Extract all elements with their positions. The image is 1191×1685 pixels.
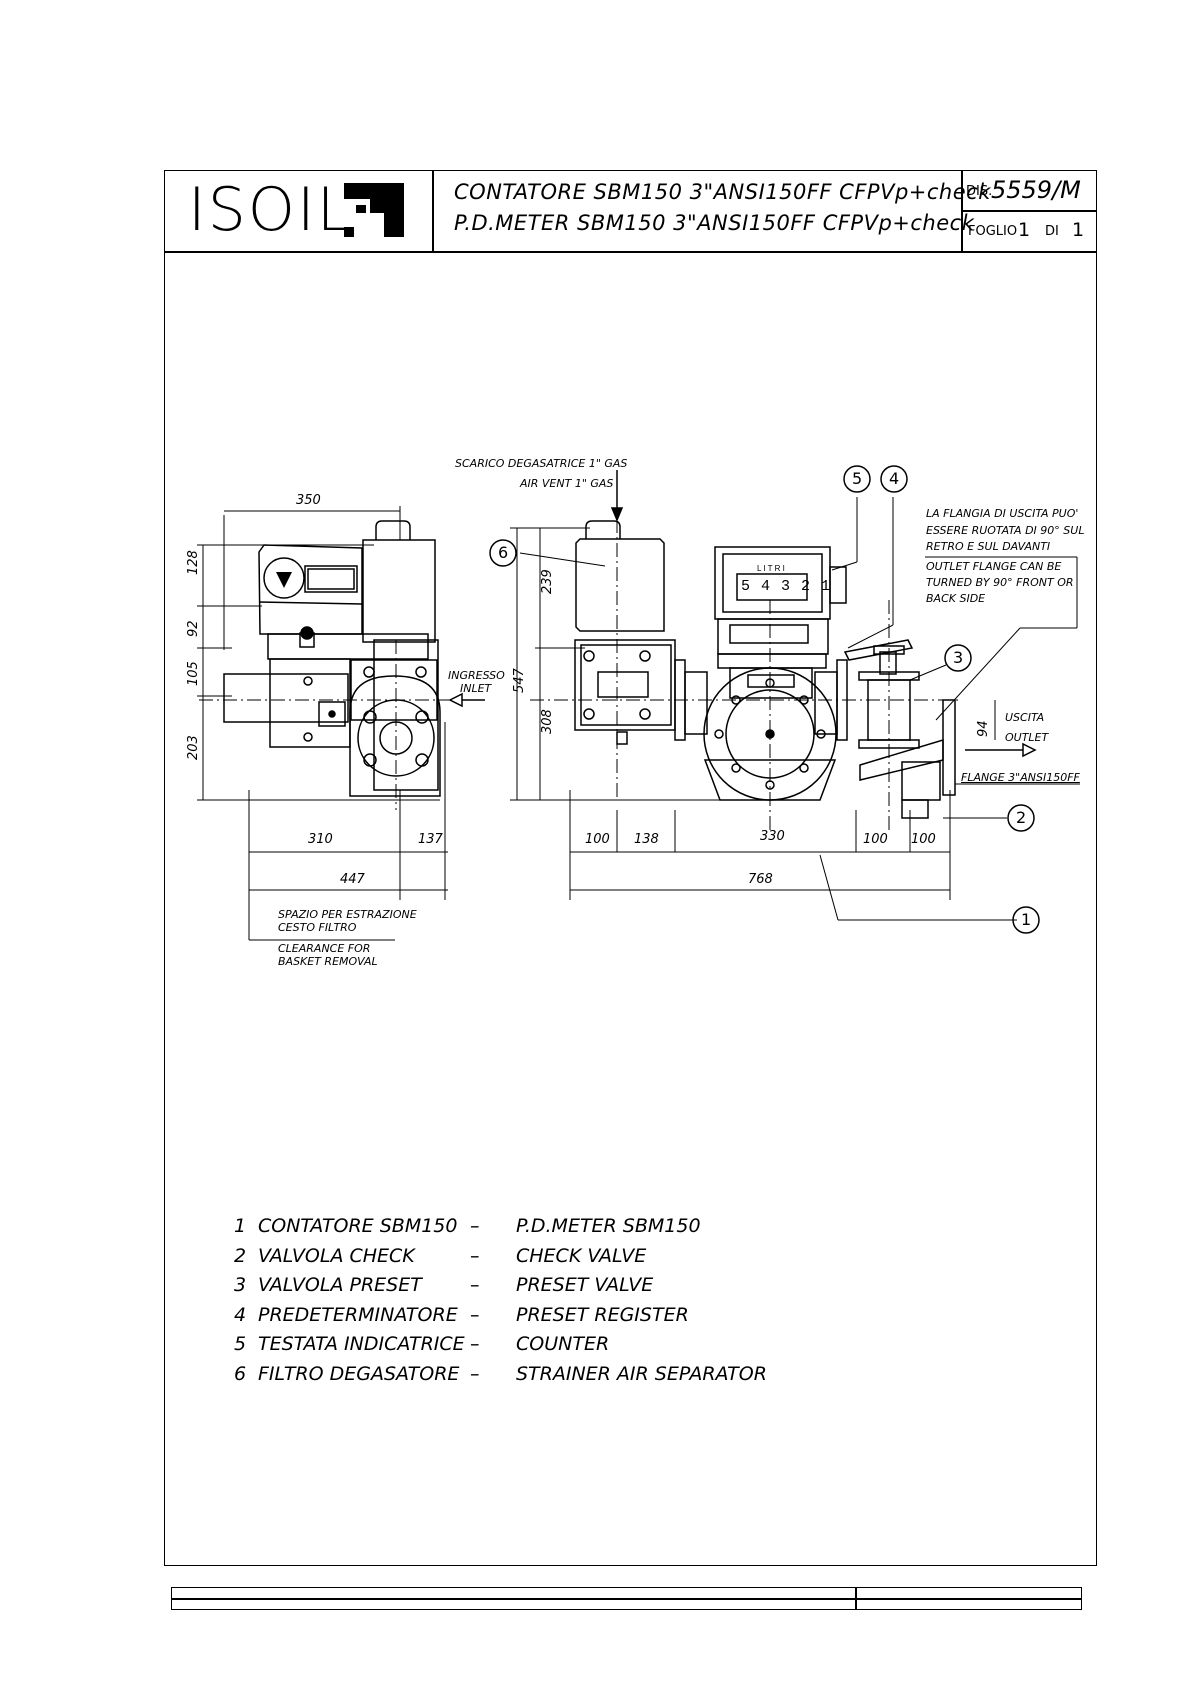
flange-note-en-1: OUTLET FLANGE CAN BE — [926, 560, 1062, 573]
flange-note-it-2: ESSERE RUOTATA DI 90° SUL — [926, 524, 1085, 537]
dis-label: DIS. — [966, 184, 993, 199]
clearance-it-1: SPAZIO PER ESTRAZIONE — [278, 908, 417, 921]
flange-note-en-2: TURNED BY 90° FRONT OR — [926, 576, 1074, 589]
revision-strip-divider-v — [855, 1587, 857, 1610]
flange-note-en-3: BACK SIDE — [926, 592, 986, 605]
revision-strip-divider-h — [171, 1598, 1082, 1600]
balloon-1 — [1012, 906, 1040, 934]
inlet-english: INLET — [460, 682, 492, 695]
legend-number: 1 — [234, 1215, 247, 1237]
balloon-5-label: 5 — [852, 469, 863, 488]
legend-italian: VALVOLA CHECK — [258, 1244, 415, 1267]
dim-100-c: 100 — [911, 832, 936, 847]
dim-105: 105 — [186, 661, 201, 686]
balloon-2-label: 2 — [1016, 808, 1027, 827]
company-logo-text: ISOIL — [188, 175, 353, 245]
dim-128: 128 — [186, 550, 201, 575]
balloon-2 — [1007, 804, 1035, 832]
dim-350: 350 — [296, 493, 321, 508]
legend-dash: – — [470, 1303, 480, 1326]
dim-330: 330 — [760, 829, 785, 844]
balloon-3-label: 3 — [953, 648, 964, 667]
legend-english: CHECK VALVE — [516, 1244, 647, 1267]
legend-number: 6 — [234, 1362, 247, 1385]
legend-dash: – — [470, 1244, 480, 1267]
balloon-4 — [880, 465, 908, 493]
foglio-label: FOGLIO — [968, 224, 1018, 239]
balloon-6 — [489, 539, 517, 567]
title-english: P.D.METER SBM150 3"ANSI150FF CFPVp+check — [454, 211, 975, 235]
legend-number: 5 — [234, 1333, 247, 1355]
legend-dash: – — [470, 1333, 480, 1355]
drawing-frame — [164, 170, 1097, 1566]
dim-547: 547 — [512, 668, 527, 693]
clearance-it-2: CESTO FILTRO — [278, 921, 357, 934]
legend-english: P.D.METER SBM150 — [516, 1215, 701, 1237]
legend-number: 3 — [234, 1274, 247, 1296]
dim-100-b: 100 — [863, 832, 888, 847]
dim-768: 768 — [748, 872, 773, 887]
balloon-3 — [944, 644, 972, 672]
title-block-bottom-rule — [164, 251, 1097, 253]
dim-100-a: 100 — [585, 832, 610, 847]
counter-unit: L I T R I — [757, 564, 785, 573]
balloons — [489, 465, 1040, 934]
legend-italian: VALVOLA PRESET — [258, 1274, 422, 1296]
flange-note-it-3: RETRO E SUL DAVANTI — [926, 540, 1051, 553]
legend-number: 4 — [234, 1303, 247, 1326]
front-view-dimensions — [510, 497, 1080, 921]
outlet-italian: USCITA — [1005, 711, 1045, 724]
inlet-italian: INGRESSO — [448, 669, 505, 682]
flange-note-it-1: LA FLANGIA DI USCITA PUO' — [926, 507, 1079, 520]
title-divider-3 — [961, 210, 1097, 212]
dis-number: 5559/M — [991, 176, 1081, 204]
legend-dash: – — [470, 1215, 480, 1237]
dim-308: 308 — [540, 709, 555, 734]
legend-english: STRAINER AIR SEPARATOR — [516, 1362, 767, 1385]
vent-note-english: AIR VENT 1" GAS — [520, 477, 614, 490]
side-view — [199, 520, 485, 810]
vent-note-italian: SCARICO DEGASATRICE 1" GAS — [455, 457, 628, 470]
di-number: 1 — [1072, 219, 1085, 241]
legend-number: 2 — [234, 1244, 247, 1267]
dim-203: 203 — [186, 735, 201, 760]
clearance-en-1: CLEARANCE FOR — [278, 942, 371, 955]
dim-138: 138 — [634, 832, 659, 847]
di-label: DI — [1045, 224, 1059, 239]
dim-137: 137 — [418, 832, 443, 847]
legend-italian: TESTATA INDICATRICE — [258, 1333, 465, 1355]
foglio-number: 1 — [1018, 219, 1031, 241]
legend-dash: – — [470, 1362, 480, 1385]
balloon-4-label: 4 — [889, 469, 900, 488]
dim-239: 239 — [540, 569, 555, 594]
counter-display: 5 4 3 2 1 — [741, 578, 832, 595]
title-italian: CONTATORE SBM150 3"ANSI150FF CFPVp+check — [454, 180, 991, 204]
legend-italian: CONTATORE SBM150 — [258, 1215, 458, 1237]
outlet-english: OUTLET — [1005, 731, 1049, 744]
company-logo-mark — [344, 183, 404, 237]
legend-english: PRESET REGISTER — [516, 1303, 689, 1326]
legend-english: COUNTER — [516, 1333, 610, 1355]
side-view-dimensions — [197, 506, 448, 941]
balloon-5 — [843, 465, 871, 493]
front-view — [530, 470, 1037, 830]
dim-94: 94 — [976, 720, 991, 737]
legend-dash: – — [470, 1274, 480, 1296]
title-divider-1 — [432, 170, 434, 251]
balloon-1-label: 1 — [1021, 910, 1032, 929]
legend-italian: PREDETERMINATORE — [258, 1303, 458, 1326]
dim-92: 92 — [186, 620, 201, 637]
flange-label: FLANGE 3"ANSI150FF — [961, 771, 1080, 784]
balloon-6-label: 6 — [498, 543, 509, 562]
dim-310: 310 — [308, 832, 333, 847]
clearance-en-2: BASKET REMOVAL — [278, 955, 378, 968]
legend-english: PRESET VALVE — [516, 1274, 654, 1296]
legend-italian: FILTRO DEGASATORE — [258, 1362, 460, 1385]
dim-447: 447 — [340, 872, 365, 887]
